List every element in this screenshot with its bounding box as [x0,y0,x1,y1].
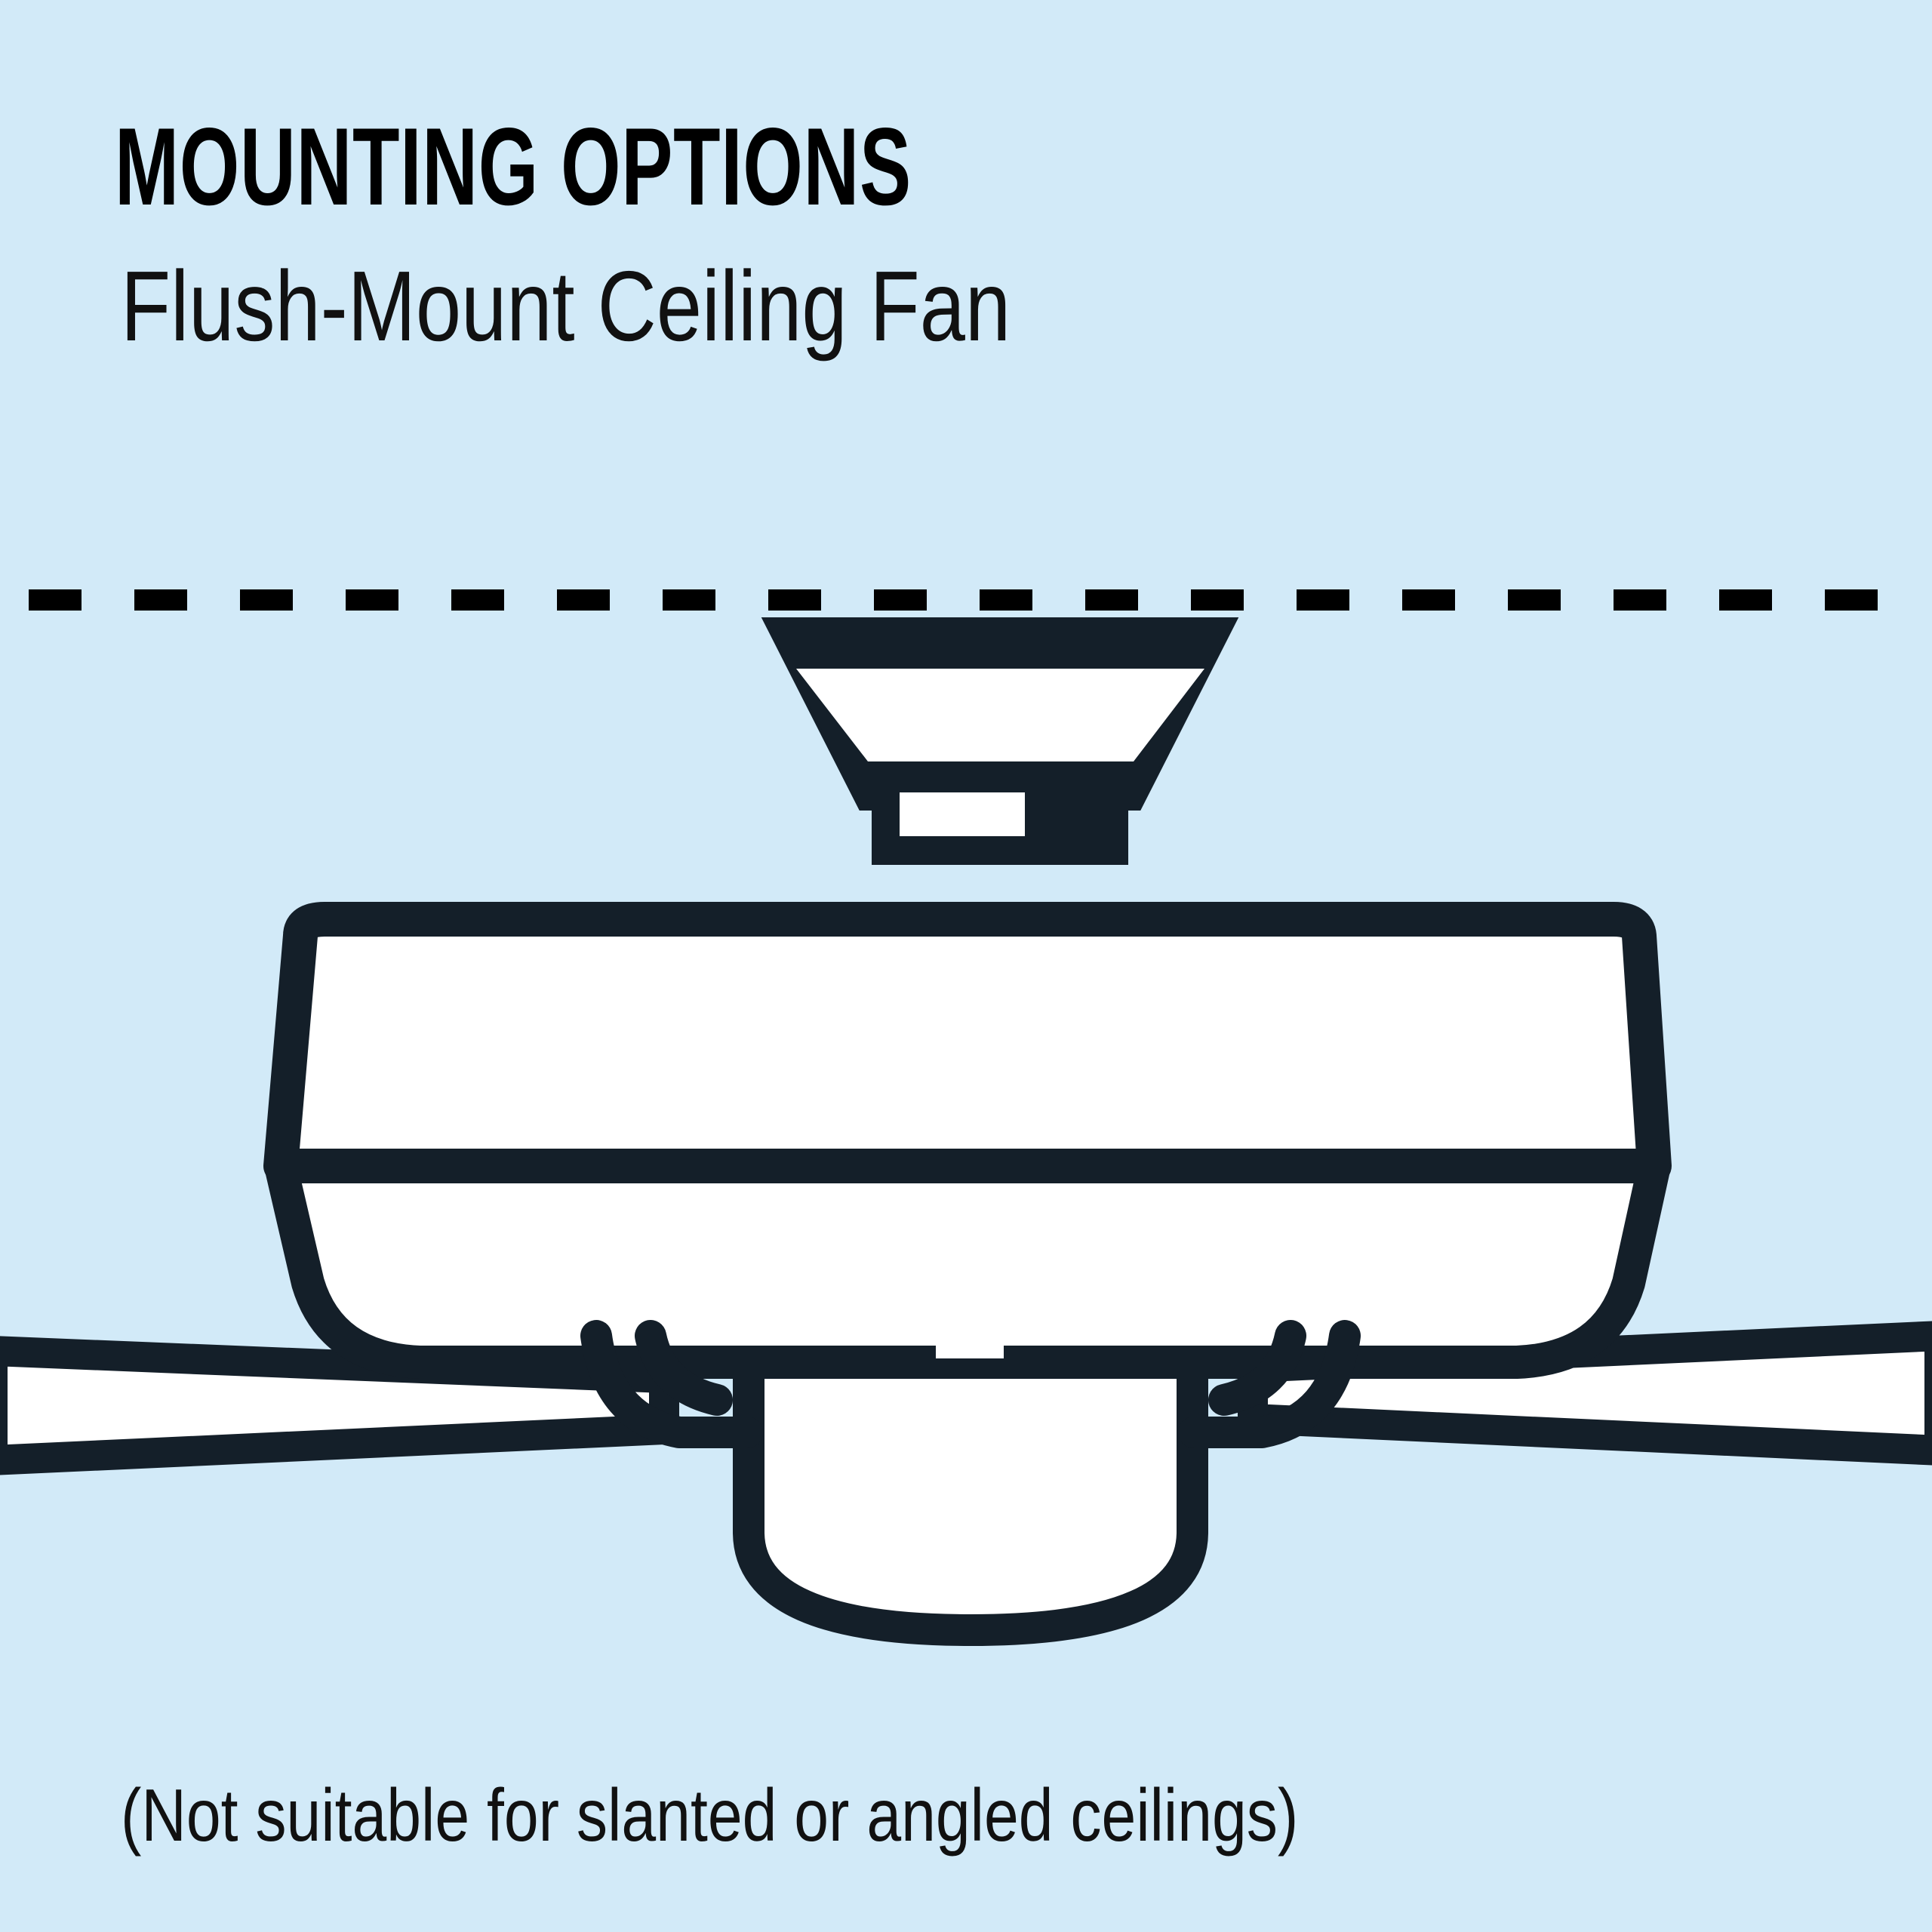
bracket-stem [872,785,1128,865]
mounting-bracket [761,617,1239,811]
fan-housing-top [263,902,1672,1183]
blade-arm-right-inner-stroke [1208,1320,1306,1416]
bracket-inner-face [796,669,1204,761]
fan-housing-bottom [264,1149,1671,1379]
blade-arm-left-stroke [580,1320,763,1448]
blade-arm-right-stroke [1178,1320,1361,1448]
housing-seam-gap [936,1342,1004,1358]
housing-seam [936,1342,1004,1358]
bracket-stem-inner [900,792,1025,836]
blade-arm-left-inner-stroke [635,1320,733,1416]
blade-arm-left [580,1320,763,1448]
fan-housing-bottom-body [264,1149,1671,1379]
light-kit [733,1327,1208,1646]
blade-arm-right [1178,1320,1361,1448]
light-kit-body [733,1327,1208,1646]
fan-housing-top-body [263,902,1672,1183]
